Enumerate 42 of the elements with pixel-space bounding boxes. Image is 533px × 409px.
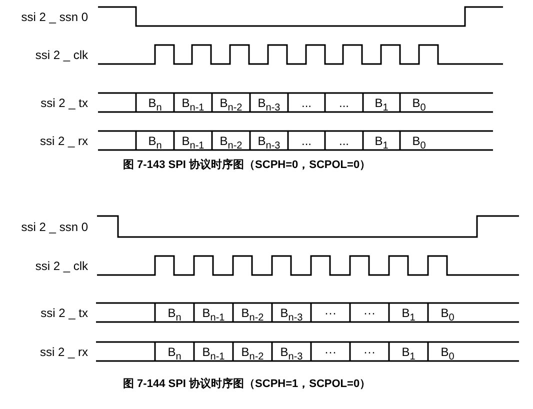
- signal-label: ssi 2 _ rx: [38, 344, 88, 358]
- signal-label: ssi 2 _ ssn 0: [20, 220, 88, 234]
- signal-label: ssi 2 _ tx: [40, 96, 88, 110]
- signal-label: ssi 2 _ rx: [38, 134, 88, 148]
- bit-label: B$_{0}$: [440, 344, 456, 364]
- bit-label: B$_{n}$: [166, 344, 182, 364]
- bit-label: B$_{n}$: [147, 134, 163, 153]
- bit-label: B$_{0}$: [440, 306, 456, 325]
- bit-label: B$_{n}$: [147, 96, 163, 115]
- bit-label: ···: [324, 306, 338, 320]
- bit-label: B$_{n-3}$: [256, 134, 282, 153]
- bit-label: B$_{n-2}$: [240, 306, 265, 325]
- bit-label: B$_{n-1}$: [201, 344, 226, 364]
- bit-label: B$_{n-3}$: [279, 344, 304, 364]
- bit-label: ...: [338, 134, 350, 148]
- bit-label: B$_{n-1}$: [180, 134, 206, 153]
- bit-label: B$_{n-1}$: [201, 306, 226, 325]
- bit-label: B$_{1}$: [374, 134, 390, 153]
- bit-label: B$_{n-3}$: [279, 306, 304, 325]
- bit-label: ···: [324, 344, 338, 358]
- bit-label: B$_{n-2}$: [218, 96, 244, 115]
- bit-label: B$_{n-1}$: [180, 96, 206, 115]
- bit-label: ...: [300, 96, 312, 110]
- bit-label: ···: [362, 344, 376, 358]
- signal-label: ssi 2 _ clk: [34, 258, 88, 272]
- bit-label: B$_{n-2}$: [240, 344, 265, 364]
- bit-label: B$_{1}$: [400, 306, 416, 325]
- bit-label: B$_{n-2}$: [218, 134, 244, 153]
- figure-caption: 图 7-144 SPI 协议时序图（SCPH=1，SCPOL=0）: [123, 377, 371, 391]
- bit-label: B$_{n}$: [166, 306, 182, 325]
- signal-label: ssi 2 _ tx: [40, 306, 88, 320]
- figure-caption: 图 7-143 SPI 协议时序图（SCPH=0，SCPOL=0）: [123, 158, 371, 172]
- signal-label: ssi 2 _ ssn 0: [20, 10, 88, 24]
- bit-label: B$_{1}$: [400, 344, 416, 364]
- bit-label: B$_{1}$: [374, 96, 390, 115]
- bit-label: B$_{0}$: [411, 96, 427, 115]
- bit-label: B$_{0}$: [411, 134, 427, 153]
- bit-label: ...: [300, 134, 312, 148]
- bit-label: ···: [362, 306, 376, 320]
- bit-label: B$_{n-3}$: [256, 96, 282, 115]
- signal-label: ssi 2 _ clk: [34, 48, 88, 62]
- bit-label: ...: [338, 96, 350, 110]
